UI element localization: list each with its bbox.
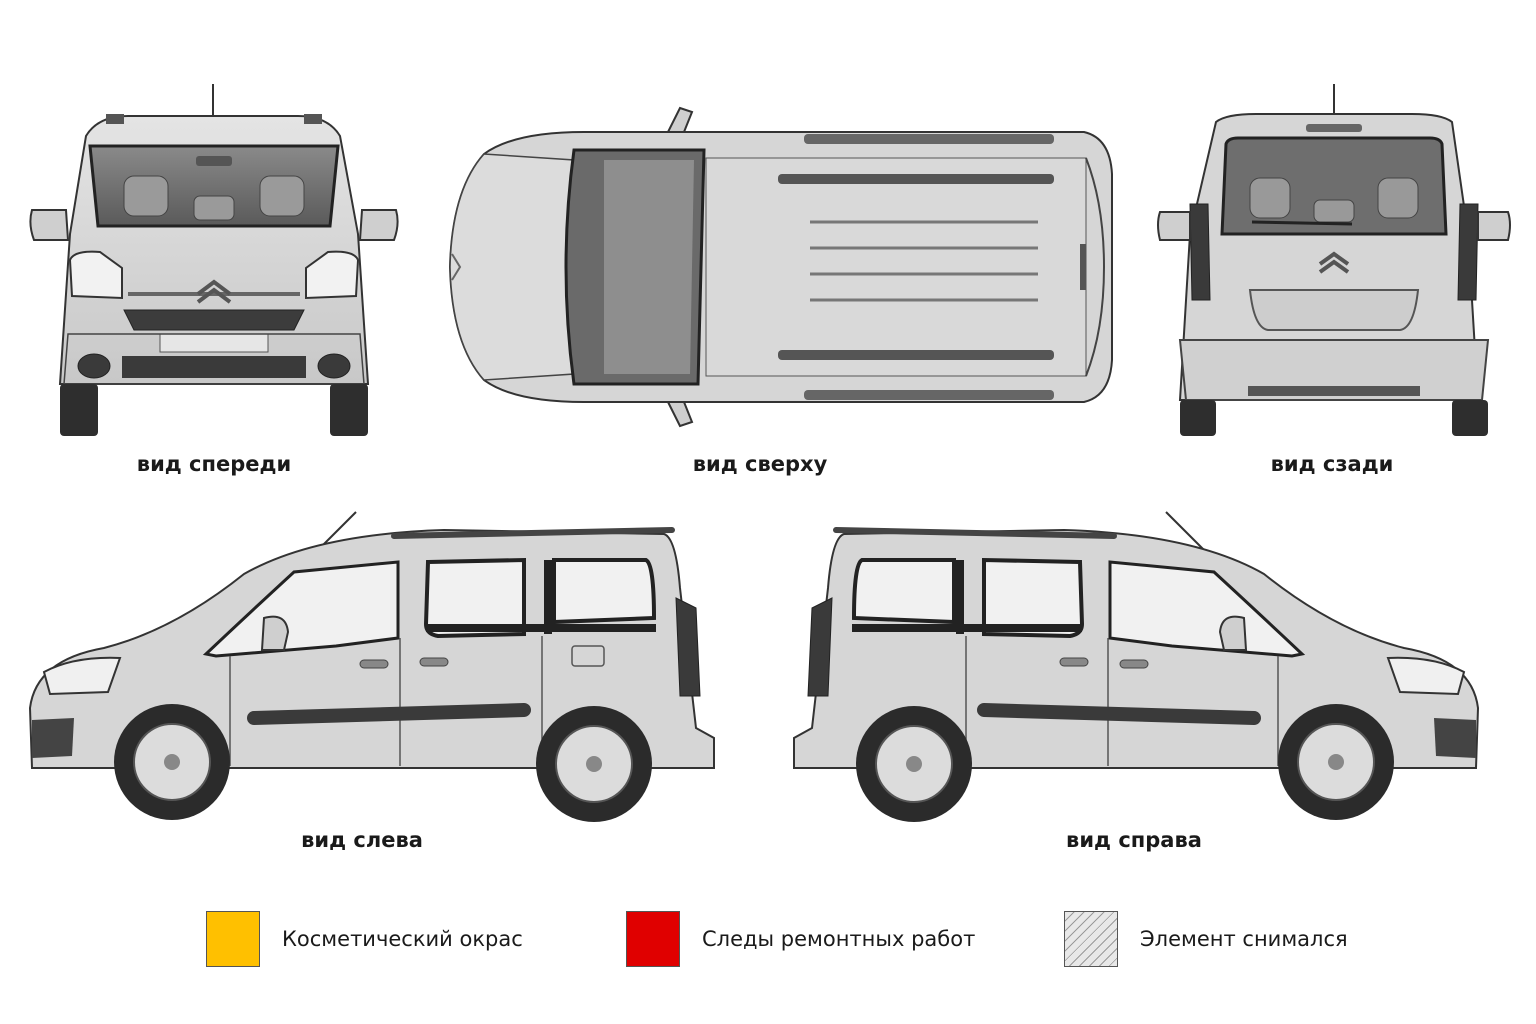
left-side-view[interactable] [24,508,724,828]
legend-label-repair-traces: Следы ремонтных работ [702,927,976,951]
legend-item-cosmetic-paint[interactable]: Косметический окрас [206,910,523,968]
legend-label-cosmetic-paint: Косметический окрас [282,927,523,951]
front-view-label: вид спереди [136,452,292,476]
top-view-drawing [448,106,1113,428]
front-view-drawing [29,84,399,436]
right-side-view[interactable] [784,508,1484,828]
legend-item-element-removed[interactable]: Элемент снимался [1064,910,1348,968]
legend-swatch-element-removed [1064,911,1118,967]
rear-view-drawing [1157,84,1511,436]
legend-swatch-cosmetic-paint [206,911,260,967]
front-view[interactable] [28,84,400,440]
top-view[interactable] [444,104,1118,430]
legend-label-element-removed: Элемент снимался [1140,927,1348,951]
left-side-drawing [28,511,715,822]
legend-swatch-repair-traces [626,911,680,967]
rear-view-label: вид сзади [1270,452,1394,476]
top-view-label: вид сверху [692,452,828,476]
right-side-drawing [793,511,1480,822]
rear-view[interactable] [1156,84,1512,440]
right-view-label: вид справа [1066,828,1202,852]
legend-item-repair-traces[interactable]: Следы ремонтных работ [626,910,975,968]
left-view-label: вид слева [301,828,423,852]
